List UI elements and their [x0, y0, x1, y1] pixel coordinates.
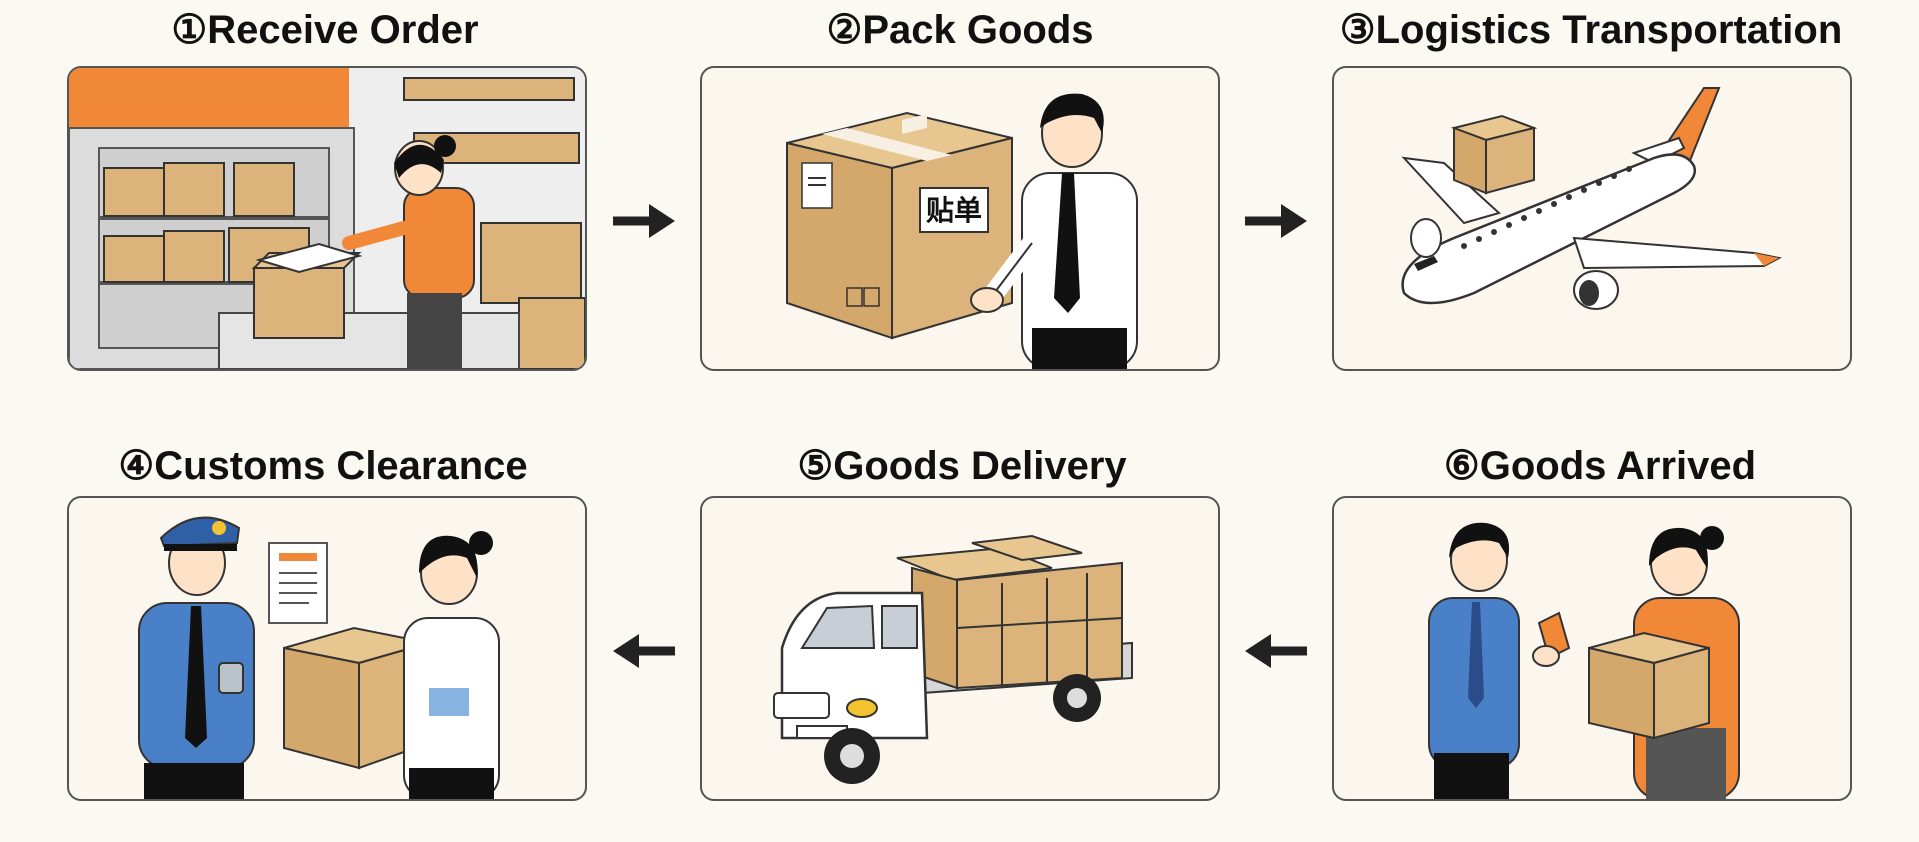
warehouse-worker-illustration	[69, 68, 585, 369]
goods-delivery-panel	[700, 496, 1220, 801]
shipping-label-text: 贴单	[926, 194, 982, 227]
arrow-left-icon	[1245, 634, 1307, 668]
arrow-right-icon	[613, 204, 675, 238]
goods-arrived-panel	[1332, 496, 1852, 801]
customs-officer-illustration	[138, 516, 500, 799]
delivery-truck-illustration	[773, 534, 1133, 784]
step-1-title: ①Receive Order	[171, 8, 479, 52]
customs-clearance-panel	[67, 496, 587, 801]
logistics-transportation-panel	[1332, 66, 1852, 371]
step-4-title: ④Customs Clearance	[118, 444, 528, 488]
arrow-left-icon	[613, 634, 675, 668]
packing-illustration: 贴单	[786, 93, 1138, 369]
step-5-title: ⑤Goods Delivery	[797, 444, 1127, 488]
handover-illustration	[1428, 522, 1740, 799]
step-2-title: ②Pack Goods	[826, 8, 1094, 52]
airplane-illustration	[1401, 87, 1782, 310]
pack-goods-panel: 贴单	[700, 66, 1220, 371]
receive-order-panel	[67, 66, 587, 371]
step-3-title: ③Logistics Transportation	[1339, 8, 1843, 52]
step-6-title: ⑥Goods Arrived	[1443, 444, 1757, 488]
arrow-right-icon	[1245, 204, 1307, 238]
